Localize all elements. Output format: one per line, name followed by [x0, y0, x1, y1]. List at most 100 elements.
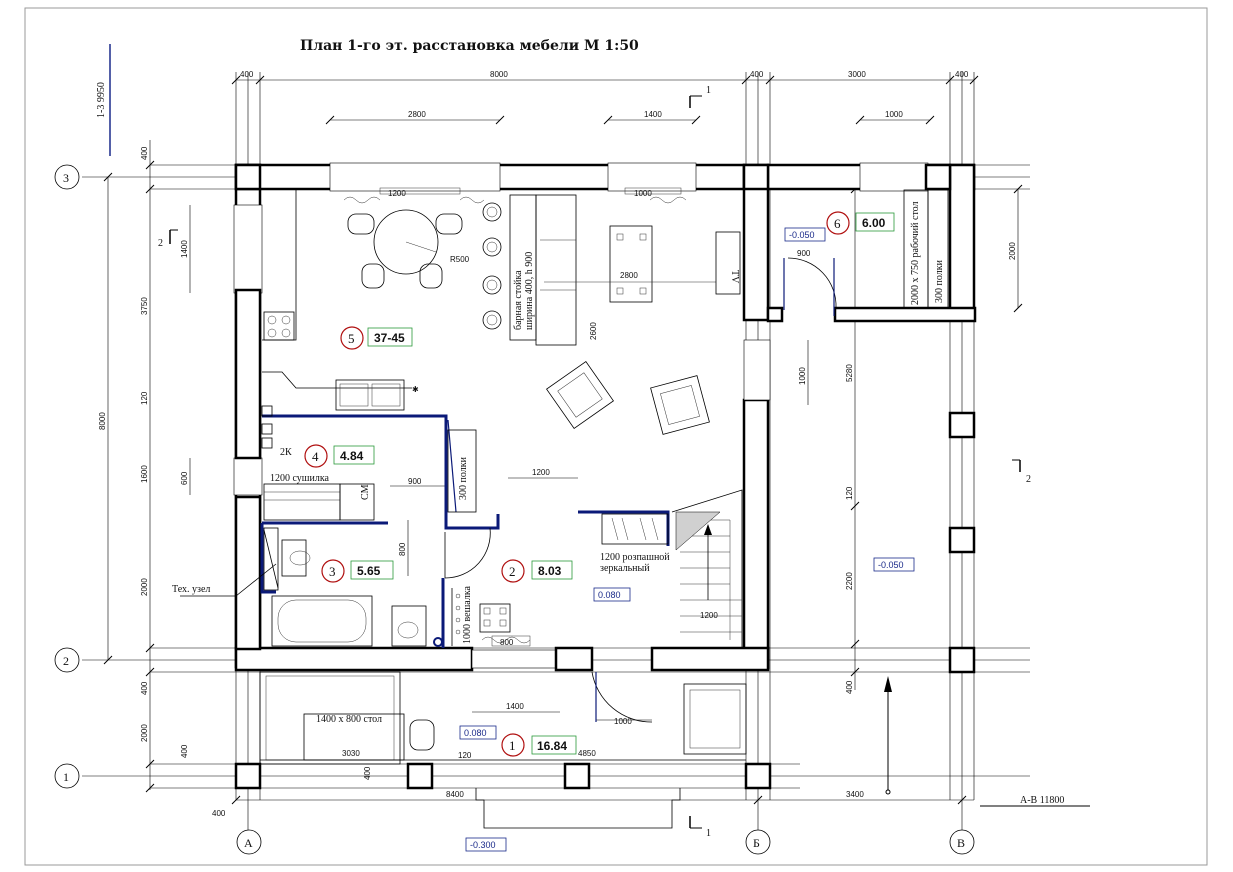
dim-left-400c: 400 [180, 744, 189, 758]
dim-bottom-1000: 1000 [614, 717, 632, 726]
room-1: 1 16.84 [501, 733, 577, 757]
bar-stools [482, 202, 502, 330]
dining-table: R500 [373, 209, 470, 275]
hall-furniture: 1200 розпашной зеркальный 800 1000 вешал… [451, 513, 670, 647]
dim-left-400a: 400 [140, 146, 149, 160]
svg-text:2: 2 [1026, 474, 1031, 485]
dim-top-400a: 400 [240, 70, 254, 79]
dim-bottom-120: 120 [458, 751, 472, 760]
svg-text:2: 2 [509, 564, 516, 579]
axis-bubble-row-2: 2 [54, 647, 80, 673]
dim-bottom-3400: 3400 [846, 790, 864, 799]
svg-text:2000 х 750 рабочий стол: 2000 х 750 рабочий стол [910, 201, 921, 305]
svg-text:800: 800 [500, 638, 514, 647]
section-mark-top: 1 [689, 85, 711, 108]
svg-text:16.84: 16.84 [537, 739, 567, 753]
svg-text:-0.300: -0.300 [470, 840, 496, 850]
dim-right-5280: 5280 [845, 364, 854, 382]
level-mark-office: -0.050 [784, 227, 826, 242]
dim-left-1600: 1600 [140, 465, 149, 483]
plan-title: План 1-го эт. расстановка мебели М 1:50 [300, 38, 639, 54]
office-furniture: 2000 х 750 рабочий стол 300 полки [903, 189, 949, 309]
svg-text:3: 3 [329, 564, 336, 579]
axis-bubble-col-b: Б [745, 829, 771, 855]
room-2: 2 8.03 [501, 559, 573, 583]
level-mark-garage: -0.050 [873, 557, 915, 572]
svg-text:Б: Б [753, 836, 760, 850]
coffee-table: 2800 [544, 225, 716, 303]
dimension-lines [107, 79, 1019, 801]
tech-unit-label: Тех. узел [172, 584, 210, 595]
tv-unit: ТV [715, 231, 741, 295]
section-mark-left: 2 [158, 229, 178, 249]
svg-text:В: В [957, 836, 965, 850]
svg-text:А: А [244, 836, 253, 850]
dim-bottom-1400: 1400 [506, 702, 524, 711]
dim-1200-c: 1200 [532, 468, 550, 477]
svg-text:2: 2 [158, 238, 163, 249]
svg-text:1: 1 [706, 85, 711, 96]
level-mark-terrace: 0.080 [459, 725, 497, 740]
bottom-right-note: А-В 11800 [1020, 795, 1064, 806]
svg-text:1: 1 [509, 738, 516, 753]
axis-bubble-col-a: А [236, 829, 262, 855]
stair-width: 1200 [700, 611, 718, 620]
dim-top-8000: 8000 [490, 70, 508, 79]
svg-text:1000 вешалка: 1000 вешалка [462, 585, 473, 644]
staircase: 1200 [671, 489, 743, 649]
svg-text:-0.050: -0.050 [789, 230, 815, 240]
bar-counter: барная стойка ширина 400, h 900 [509, 194, 537, 341]
dim-left-1400: 1400 [180, 240, 189, 258]
sheet-frame [24, 7, 1208, 866]
svg-text:6: 6 [834, 216, 841, 231]
dim-1000-top: 1000 [885, 110, 903, 119]
room-3: 3 5.65 [321, 559, 394, 583]
dim-top-400b: 400 [750, 70, 764, 79]
room-5: 5 37-45 [340, 326, 413, 350]
svg-text:0.080: 0.080 [464, 728, 487, 738]
svg-text:ширина 400, h 900: ширина 400, h 900 [524, 252, 535, 330]
terrace-furniture: 1400 х 800 стол [303, 683, 747, 761]
svg-text:2: 2 [63, 654, 69, 668]
level-mark-hall: 0.080 [593, 587, 631, 602]
svg-text:СМ: СМ [360, 484, 371, 500]
dim-right-1000: 1000 [798, 367, 807, 385]
dim-right-400: 400 [845, 680, 854, 694]
dim-left-120: 120 [140, 391, 149, 405]
svg-text:1200 розпашной: 1200 розпашной [600, 552, 670, 563]
dim-2800: 2800 [408, 110, 426, 119]
dim-900-b: 900 [797, 249, 811, 258]
svg-text:6.00: 6.00 [862, 216, 886, 230]
k2-label: 2К [280, 447, 292, 458]
svg-text:8.03: 8.03 [538, 564, 562, 578]
svg-text:1: 1 [706, 828, 711, 839]
dim-right-120: 120 [845, 486, 854, 500]
svg-text:3: 3 [63, 171, 69, 185]
dim-1400-top: 1400 [644, 110, 662, 119]
svg-text:2800: 2800 [620, 271, 638, 280]
dim-left-2000a: 2000 [140, 578, 149, 596]
elevation-note: 1-3 9950 [96, 82, 107, 118]
dim-left-8000: 8000 [98, 412, 107, 430]
svg-text:1200: 1200 [388, 189, 406, 198]
svg-text:1000: 1000 [634, 189, 652, 198]
svg-text:ТV: ТV [729, 270, 740, 284]
dining-chairs [347, 213, 463, 289]
dim-bottom-400: 400 [212, 809, 226, 818]
exterior-walls [233, 162, 977, 790]
doors [444, 257, 837, 723]
svg-text:4.84: 4.84 [340, 449, 364, 463]
svg-text:зеркальный: зеркальный [600, 563, 650, 574]
bathroom-fixtures [263, 527, 443, 647]
dim-800-v: 800 [398, 542, 407, 556]
svg-text:37-45: 37-45 [374, 331, 405, 345]
svg-text:300 полки: 300 полки [458, 456, 469, 500]
dim-bottom-400b: 400 [363, 766, 372, 780]
dim-left-400b: 400 [140, 681, 149, 695]
dim-bottom-8400: 8400 [446, 790, 464, 799]
svg-text:300 полки: 300 полки [934, 259, 945, 303]
svg-text:1: 1 [63, 770, 69, 784]
dim-right-2000: 2000 [1008, 242, 1017, 260]
dim-top-400c: 400 [955, 70, 969, 79]
